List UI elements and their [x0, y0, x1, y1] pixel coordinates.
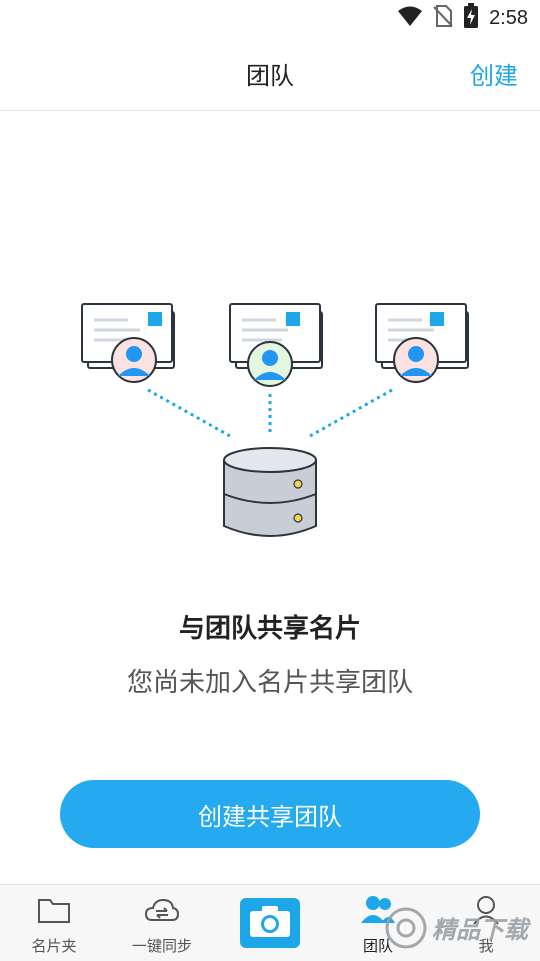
nav-item-sync[interactable]: 一键同步	[108, 893, 216, 956]
camera-button[interactable]	[240, 898, 300, 948]
nav-item-team[interactable]: 团队	[324, 893, 432, 956]
status-time: 2:58	[489, 6, 528, 29]
database-icon	[223, 447, 317, 537]
user-avatar-icon-left	[111, 337, 157, 383]
status-icons: 2:58	[397, 3, 528, 33]
battery-charging-icon	[463, 3, 479, 33]
user-avatar-icon-right	[393, 337, 439, 383]
nav-label-team: 团队	[362, 937, 393, 955]
empty-state-headline: 与团队共享名片	[178, 614, 361, 644]
no-sim-icon	[433, 4, 453, 32]
empty-state-subline: 您尚未加入名片共享团队	[126, 668, 413, 698]
team-icon	[324, 893, 432, 927]
wifi-icon	[397, 5, 423, 31]
folder-icon	[0, 893, 108, 927]
nav-label-cards: 名片夹	[31, 937, 77, 955]
nav-item-cards[interactable]: 名片夹	[0, 893, 108, 956]
user-avatar-icon-middle	[247, 341, 293, 387]
camera-icon	[248, 903, 292, 943]
nav-label-me: 我	[478, 937, 494, 955]
create-button[interactable]: 创建	[470, 62, 518, 90]
nav-item-me[interactable]: 我	[432, 893, 540, 956]
status-bar: 2:58	[0, 0, 540, 36]
app-header: 团队 创建	[0, 36, 540, 111]
team-share-illustration	[70, 290, 470, 550]
cloud-sync-icon	[108, 893, 216, 927]
page-title: 团队	[246, 62, 294, 90]
create-shared-team-button[interactable]: 创建共享团队	[60, 780, 480, 848]
nav-label-sync: 一键同步	[131, 937, 192, 955]
person-icon	[432, 893, 540, 927]
watermark-logo: 精品下载	[384, 900, 540, 956]
